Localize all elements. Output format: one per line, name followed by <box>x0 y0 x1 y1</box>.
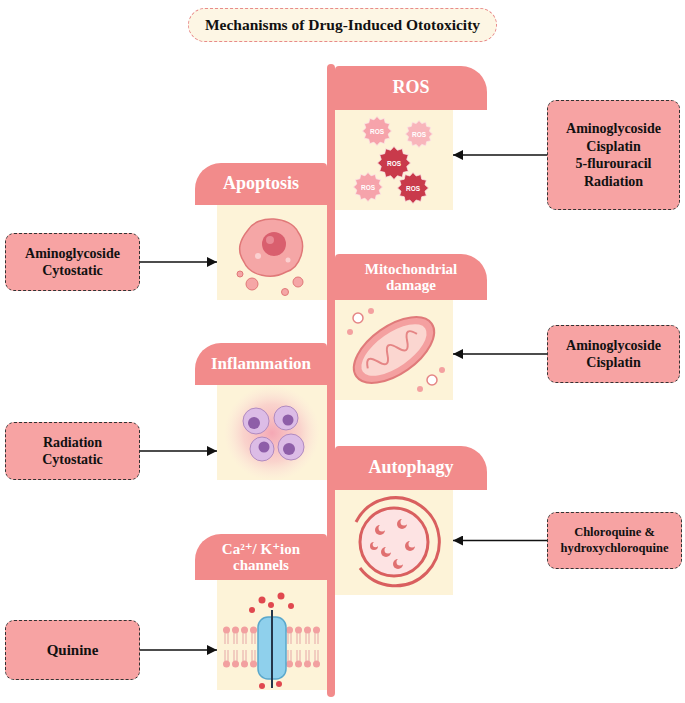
ros-burst: ROS <box>405 120 433 148</box>
mechanism-label: Mitochondrial damage <box>341 261 481 294</box>
mechanism-tab: Inflammation <box>195 343 327 385</box>
drug-name: Quinine <box>47 641 99 660</box>
mechanism-card: ROSROSROSROSROSROS <box>335 110 453 210</box>
ros-burst: ROS <box>353 172 383 202</box>
mechanism-label: Inflammation <box>211 355 311 374</box>
drug-box: AminoglycosideCytostatic <box>5 233 140 291</box>
drug-box: Chloroquine & hydroxychloroquine <box>547 512 682 569</box>
ros-label: ROS <box>353 172 383 202</box>
burst-outline <box>354 173 383 202</box>
mechanism-card: Autophagy <box>335 490 453 595</box>
arrow-connector <box>453 154 547 156</box>
arrow-connector <box>453 540 547 542</box>
drug-name: Cisplatin <box>586 354 640 372</box>
mechanism-tab: Autophagy <box>335 446 487 490</box>
mechanism-card: Apoptosis <box>217 205 327 300</box>
drug-name: Aminoglycoside <box>566 120 661 138</box>
drug-name: Cytostatic <box>42 451 103 469</box>
title-pill: Mechanisms of Drug-Induced Ototoxicity <box>188 8 497 42</box>
burst-outline <box>406 121 433 148</box>
mechanism-label: Ca²⁺/ K⁺ion channels <box>201 541 321 574</box>
drug-name: Cisplatin <box>586 138 640 156</box>
burst-outline <box>398 173 429 204</box>
ros-burst: ROS <box>397 172 429 204</box>
central-bar <box>327 64 335 697</box>
drug-name: Aminoglycoside <box>25 245 120 263</box>
burst-outline <box>363 117 392 146</box>
arrow-connector <box>140 450 217 452</box>
ros-label: ROS <box>362 116 392 146</box>
mechanism-tab: Mitochondrial damage <box>335 254 487 300</box>
drug-name: 5-flurouracil <box>576 155 652 173</box>
drug-box: AminoglycosideCisplatin <box>547 325 680 383</box>
drug-name: Chloroquine & hydroxychloroquine <box>551 525 678 556</box>
arrow-connector <box>140 261 217 263</box>
drug-name: Radiation <box>43 434 102 452</box>
drug-box: AminoglycosideCisplatin5-flurouracilRadi… <box>547 100 680 210</box>
mechanism-tab: ROS <box>335 66 487 110</box>
mechanism-card: Mitochondrial damage <box>335 300 453 400</box>
arrow-connector <box>453 353 547 355</box>
ros-label: ROS <box>405 120 433 148</box>
ros-label: ROS <box>397 172 429 204</box>
mechanism-card: Ca²⁺/ K⁺ion channels <box>217 580 327 690</box>
mechanism-tab: Apoptosis <box>195 163 327 205</box>
drug-box: RadiationCytostatic <box>5 422 140 480</box>
mechanism-label: Apoptosis <box>223 174 299 194</box>
drug-name: Cytostatic <box>42 262 103 280</box>
mechanism-card: Inflammation <box>217 385 327 480</box>
arrow-connector <box>140 649 217 651</box>
drug-box: Quinine <box>5 620 140 680</box>
drug-name: Radiation <box>584 173 643 191</box>
drug-name: Aminoglycoside <box>566 337 661 355</box>
title-text: Mechanisms of Drug-Induced Ototoxicity <box>205 16 480 34</box>
mechanism-label: ROS <box>392 78 429 98</box>
mechanism-label: Autophagy <box>368 458 453 478</box>
ros-burst: ROS <box>362 116 392 146</box>
mechanism-tab: Ca²⁺/ K⁺ion channels <box>195 534 327 580</box>
